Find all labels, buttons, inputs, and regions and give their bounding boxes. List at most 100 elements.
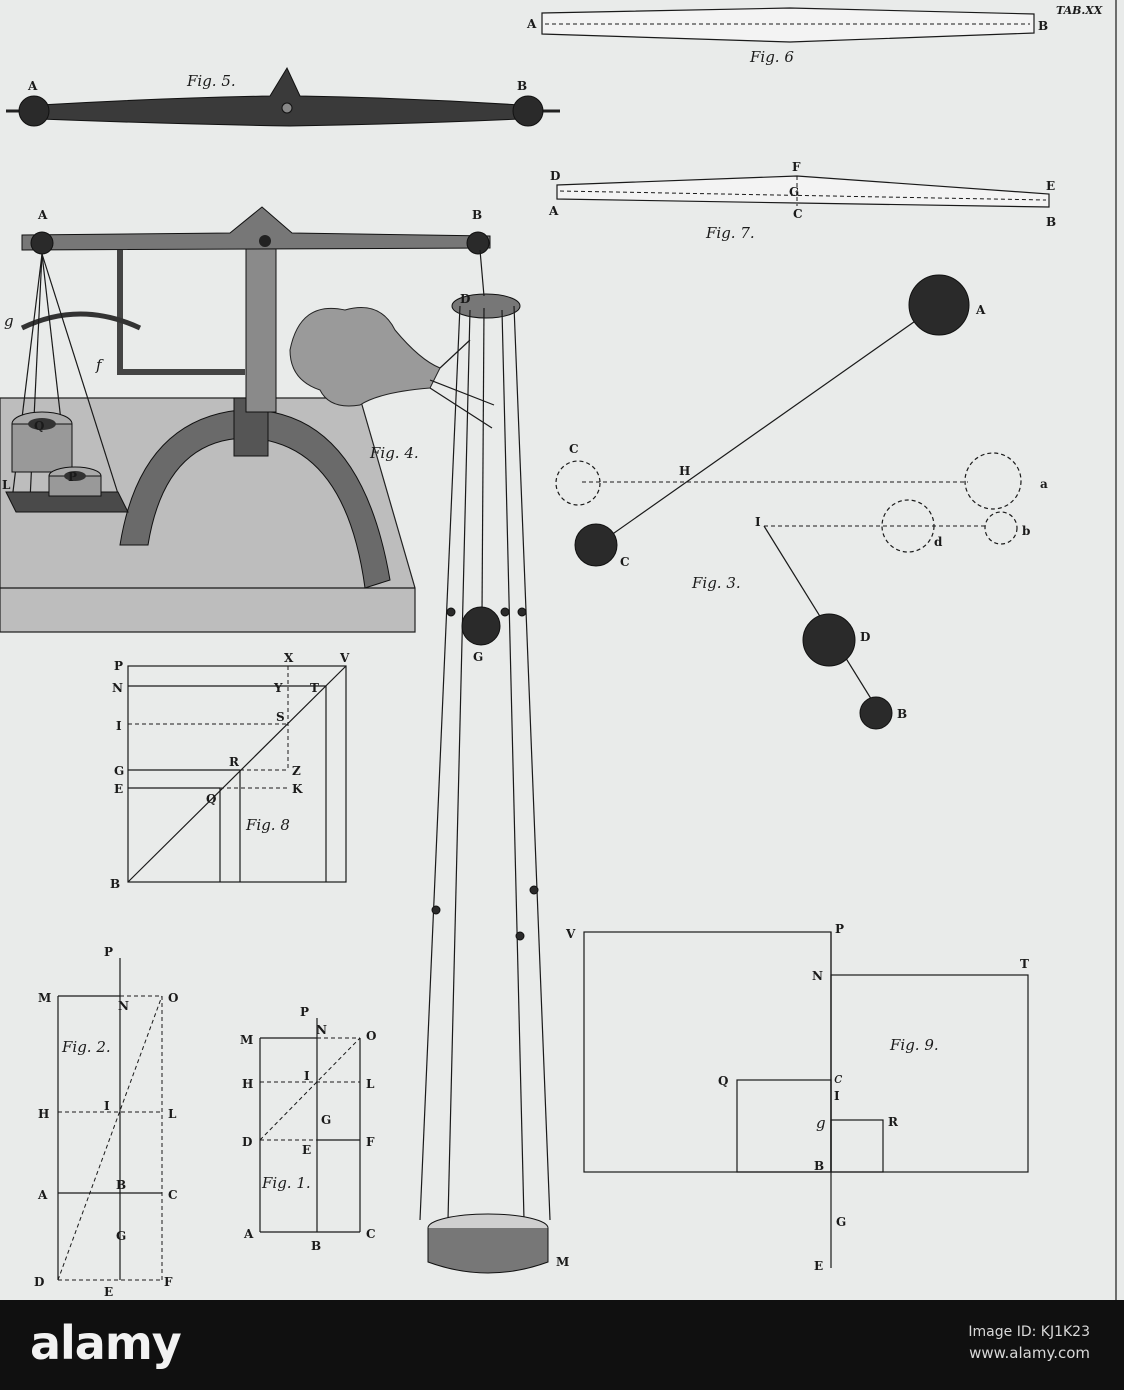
fig9-label: c — [834, 1069, 843, 1087]
image-id: Image ID: KJ1K23 — [968, 1324, 1090, 1340]
fig3-label: H — [679, 464, 690, 478]
fig9-label: G — [836, 1215, 846, 1229]
fig4-label: L — [2, 478, 11, 492]
fig8-label: I — [116, 719, 122, 733]
fig8-label: V — [339, 651, 350, 665]
fig2-label: E — [104, 1285, 113, 1299]
fig2-label: B — [116, 1178, 126, 1192]
plate-drawing: TAB.XX A B Fig. 6 A B Fig. 5. D F E G A … — [0, 0, 1117, 1300]
fig6-rod: A B Fig. 6 — [526, 7, 1048, 66]
fig1-label: A — [243, 1227, 254, 1241]
fig2-label: F — [164, 1275, 173, 1289]
fig2-label: P — [104, 945, 113, 959]
fig8-label: X — [284, 651, 294, 665]
engraving-plate: TAB.XX A B Fig. 6 A B Fig. 5. D F E G A … — [0, 0, 1124, 1300]
fig2-label: D — [34, 1275, 44, 1289]
fig7-label: F — [792, 160, 801, 174]
fig4-label: g — [4, 312, 14, 330]
fig1-label: I — [304, 1069, 310, 1083]
fig9-label: g — [816, 1114, 826, 1132]
fig4-balance: A B D g f Q P L G M Fig. 4. — [0, 206, 569, 1274]
fig1-label: B — [311, 1239, 321, 1253]
fig4-label: Q — [34, 419, 44, 433]
fig2-label: M — [38, 991, 51, 1005]
fig8-caption: Fig. 8 — [245, 816, 290, 834]
fig1-label: D — [242, 1135, 252, 1149]
fig4-label: A — [37, 208, 48, 222]
fig2-caption: Fig. 2. — [61, 1038, 111, 1056]
fig7-label: A — [548, 204, 559, 218]
fig2-label: L — [168, 1107, 177, 1121]
fig9-label: R — [888, 1115, 899, 1129]
fig4-label: f — [95, 356, 104, 374]
fig3-caption: Fig. 3. — [691, 574, 741, 592]
fig2-label: G — [116, 1229, 126, 1243]
fig8-label: G — [114, 764, 124, 778]
fig1-label: H — [242, 1077, 253, 1091]
fig8-label: E — [114, 782, 123, 796]
fig3-label: A — [975, 303, 986, 317]
fig1-label: C — [366, 1227, 376, 1241]
fig2-label: I — [104, 1099, 110, 1113]
brand-logo: alamy — [30, 1316, 182, 1370]
fig8-label: B — [110, 877, 120, 891]
stock-footer: alamy Image ID: KJ1K23 www.alamy.com — [0, 1300, 1124, 1390]
fig1-label: E — [302, 1143, 311, 1157]
fig5-label: A — [27, 79, 38, 93]
fig8-label: T — [310, 681, 319, 695]
fig1-label: G — [321, 1113, 331, 1127]
fig4-caption: Fig. 4. — [369, 444, 419, 462]
fig3-label: a — [1040, 477, 1048, 491]
fig4-label: B — [472, 208, 482, 222]
fig8-label: S — [276, 710, 285, 724]
site-url[interactable]: www.alamy.com — [969, 1344, 1090, 1362]
fig3-balls: A H C a I d b C D B Fig. 3. — [555, 274, 1048, 730]
fig3-label: I — [755, 515, 761, 529]
fig4-label: G — [473, 650, 483, 664]
fig9-caption: Fig. 9. — [889, 1036, 939, 1054]
fig5-caption: Fig. 5. — [186, 72, 236, 90]
fig1-label: M — [240, 1033, 253, 1047]
fig4-label: P — [68, 470, 77, 484]
fig2-label: H — [38, 1107, 49, 1121]
fig6-label: B — [1038, 19, 1048, 33]
fig4-label: M — [556, 1255, 569, 1269]
fig8-label: Y — [273, 681, 283, 695]
fig7-label: C — [793, 207, 803, 221]
fig7-label: G — [789, 185, 799, 199]
fig1-label: P — [300, 1005, 309, 1019]
fig7-bar: D F E G A C B Fig. 7. — [548, 160, 1056, 242]
fig4-label: D — [460, 292, 470, 306]
fig8-label: K — [292, 782, 303, 796]
fig1-label: O — [366, 1029, 376, 1043]
fig1-diagram: P N M O H I L G D E F A B C Fig. 1. — [240, 1005, 376, 1253]
fig7-label: B — [1046, 215, 1056, 229]
fig2-label: N — [118, 999, 129, 1013]
fig2-label: C — [168, 1188, 178, 1202]
fig8-label: Q — [206, 792, 216, 806]
fig3-label: d — [934, 535, 943, 549]
stock-info: Image ID: KJ1K23 www.alamy.com — [968, 1324, 1090, 1362]
fig3-label: C — [620, 555, 630, 569]
fig1-label: F — [366, 1135, 375, 1149]
fig1-label: L — [366, 1077, 375, 1091]
fig8-label: N — [112, 681, 123, 695]
fig9-label: E — [814, 1259, 823, 1273]
tab-label: TAB.XX — [1056, 4, 1103, 17]
fig8-label: Z — [292, 764, 301, 778]
fig1-label: N — [316, 1023, 327, 1037]
fig5-beam: A B Fig. 5. — [6, 66, 560, 127]
fig3-label: C — [569, 442, 579, 456]
fig9-label: T — [1020, 957, 1029, 971]
fig7-label: D — [550, 169, 560, 183]
fig9-label: V — [565, 927, 576, 941]
fig3-label: B — [897, 707, 907, 721]
fig3-label: b — [1022, 524, 1030, 538]
fig9-label: I — [834, 1089, 840, 1103]
fig7-caption: Fig. 7. — [705, 224, 755, 242]
fig2-diagram: P M N O H I L A B C G D E F Fig. 2. — [34, 945, 178, 1299]
fig8-diagram: P X V N Y T I S G R Z E K Q B Fig. 8 — [110, 651, 350, 891]
fig2-label: A — [37, 1188, 48, 1202]
fig6-label: A — [526, 17, 537, 31]
fig9-diagram: V P N T Q c I g R B G E Fig. 9. — [565, 922, 1029, 1273]
